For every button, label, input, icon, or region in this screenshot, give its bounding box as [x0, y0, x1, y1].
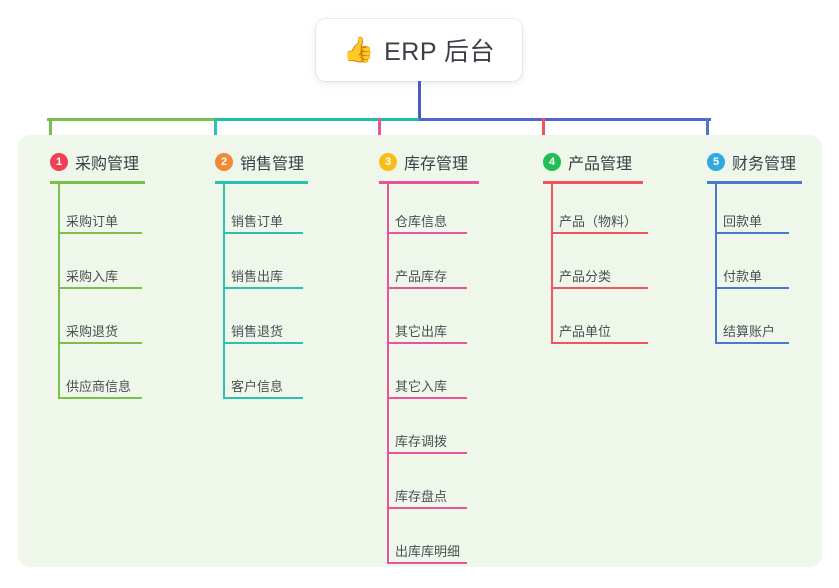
branch-item-rule: [387, 287, 467, 289]
branch-item-rule: [387, 507, 467, 509]
branch-item[interactable]: 销售出库: [223, 261, 303, 289]
branch-item[interactable]: 采购入库: [58, 261, 142, 289]
branch-item-label: 供应商信息: [66, 379, 132, 394]
branch-item-rule: [387, 397, 467, 399]
branch-item-label: 产品分类: [559, 269, 612, 284]
branch-item-rule: [58, 287, 142, 289]
branch-item[interactable]: 产品单位: [551, 316, 648, 344]
branch-item[interactable]: 采购订单: [58, 206, 142, 234]
branch-item-label: 产品库存: [395, 269, 448, 284]
branch-item-label: 销售出库: [231, 269, 284, 284]
branch-item[interactable]: 出库库明细: [387, 536, 467, 564]
trunk-connector: [418, 81, 421, 121]
branch-item-label: 其它入库: [395, 379, 448, 394]
branch-header-5[interactable]: 5 财务管理: [707, 150, 796, 174]
branch-item-rule: [223, 397, 303, 399]
branch-item-label: 产品（物料）: [559, 214, 638, 229]
branch-item-rule: [715, 287, 789, 289]
branch-header-3[interactable]: 3 库存管理: [379, 150, 468, 174]
branch-item-label: 采购订单: [66, 214, 119, 229]
branch-item-label: 其它出库: [395, 324, 448, 339]
branch-item[interactable]: 结算账户: [715, 316, 789, 344]
thumbs-up-icon: 👍: [342, 35, 375, 64]
branch-item[interactable]: 其它入库: [387, 371, 467, 399]
branch-item-label: 采购入库: [66, 269, 119, 284]
branch-number-badge: 1: [50, 153, 68, 171]
branch-spine: [223, 181, 225, 399]
branch-item-label: 库存盘点: [395, 489, 448, 504]
branch-title: 库存管理: [404, 156, 469, 173]
branch-item[interactable]: 客户信息: [223, 371, 303, 399]
branch-number-badge: 5: [707, 153, 725, 171]
branch-item-label: 销售订单: [231, 214, 284, 229]
root-node-label: ERP 后台: [384, 38, 496, 66]
branch-number-badge: 4: [543, 153, 561, 171]
branch-item-rule: [715, 342, 789, 344]
branch-title: 销售管理: [240, 156, 305, 173]
branch-item-rule: [58, 232, 142, 234]
branch-spine: [551, 181, 553, 344]
branch-item-rule: [58, 397, 142, 399]
branch-item[interactable]: 销售退货: [223, 316, 303, 344]
branch-item-rule: [387, 562, 467, 564]
branch-item-rule: [387, 452, 467, 454]
branch-spine: [58, 181, 60, 399]
branch-item-label: 出库库明细: [395, 544, 461, 559]
branch-item[interactable]: 产品库存: [387, 261, 467, 289]
branch-item-label: 采购退货: [66, 324, 119, 339]
bus-segment-mid: [215, 118, 419, 121]
branch-item-label: 库存调拨: [395, 434, 448, 449]
branch-item-label: 回款单: [723, 214, 763, 229]
branch-item-rule: [551, 287, 648, 289]
branch-item-label: 销售退货: [231, 324, 284, 339]
branch-spine: [715, 181, 717, 344]
branch-item-rule: [387, 232, 467, 234]
branch-item[interactable]: 库存盘点: [387, 481, 467, 509]
branch-header-rule: [379, 181, 479, 184]
branch-item[interactable]: 其它出库: [387, 316, 467, 344]
branch-item-rule: [387, 342, 467, 344]
branch-item-rule: [223, 287, 303, 289]
branch-item[interactable]: 库存调拨: [387, 426, 467, 454]
branch-header-2[interactable]: 2 销售管理: [215, 150, 304, 174]
branch-title: 采购管理: [75, 156, 140, 173]
bus-segment-left: [47, 118, 215, 121]
branch-header-rule: [215, 181, 308, 184]
branch-item[interactable]: 产品分类: [551, 261, 648, 289]
branch-header-rule: [543, 181, 643, 184]
branch-number-badge: 2: [215, 153, 233, 171]
branch-item[interactable]: 回款单: [715, 206, 789, 234]
branch-item-rule: [58, 342, 142, 344]
branch-item-label: 产品单位: [559, 324, 612, 339]
branch-item[interactable]: 产品（物料）: [551, 206, 648, 234]
branches-panel: [18, 135, 822, 567]
branch-item[interactable]: 供应商信息: [58, 371, 142, 399]
branch-header-rule: [50, 181, 145, 184]
branch-item-rule: [551, 342, 648, 344]
branch-item-rule: [223, 342, 303, 344]
bus-segment-right: [419, 118, 711, 121]
branch-item[interactable]: 仓库信息: [387, 206, 467, 234]
branch-item[interactable]: 付款单: [715, 261, 789, 289]
root-node[interactable]: 👍 ERP 后台: [316, 19, 522, 81]
branch-spine: [387, 181, 389, 564]
branch-header-rule: [707, 181, 802, 184]
branch-item-rule: [223, 232, 303, 234]
branch-item[interactable]: 采购退货: [58, 316, 142, 344]
branch-item-rule: [551, 232, 648, 234]
branch-item-label: 结算账户: [723, 324, 776, 339]
branch-item-label: 客户信息: [231, 379, 284, 394]
branch-header-4[interactable]: 4 产品管理: [543, 150, 632, 174]
branch-number-badge: 3: [379, 153, 397, 171]
branch-title: 财务管理: [732, 156, 797, 173]
branch-header-1[interactable]: 1 采购管理: [50, 150, 139, 174]
branch-item[interactable]: 销售订单: [223, 206, 303, 234]
branch-item-rule: [715, 232, 789, 234]
branch-title: 产品管理: [568, 156, 633, 173]
branch-item-label: 付款单: [723, 269, 763, 284]
branch-item-label: 仓库信息: [395, 214, 448, 229]
